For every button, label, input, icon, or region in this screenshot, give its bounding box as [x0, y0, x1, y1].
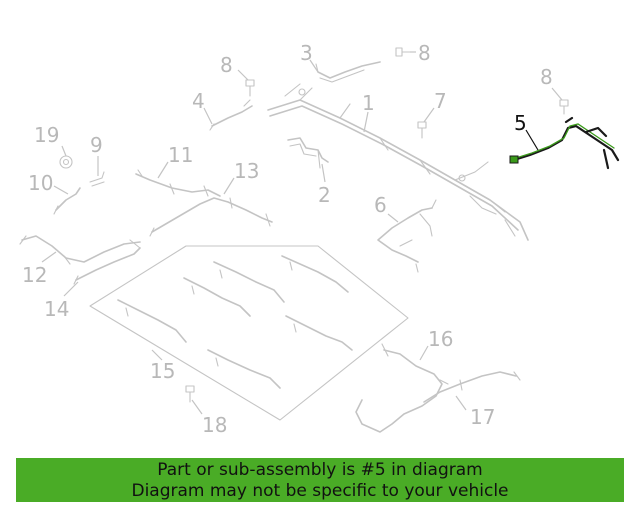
leader-15 — [151, 349, 163, 361]
part-7-bolt — [417, 121, 427, 139]
part-8-bolt-a — [245, 79, 255, 97]
part-13 — [149, 197, 273, 237]
leader-13 — [223, 177, 235, 195]
callout-15: 15 — [150, 359, 175, 383]
callout-14: 14 — [44, 297, 69, 321]
callout-1: 1 — [362, 91, 375, 115]
parts-diagram: 1 2 3 4 5 6 7 8 — [19, 41, 620, 437]
part-15-tray — [89, 245, 409, 421]
callout-8a: 8 — [220, 53, 233, 77]
part-10 — [53, 187, 81, 215]
leader-11 — [157, 161, 169, 179]
part-8-bolt-c — [559, 99, 569, 115]
callout-16: 16 — [428, 327, 453, 351]
callout-18: 18 — [202, 413, 227, 437]
leader-1 — [363, 111, 369, 133]
callout-17: 17 — [470, 405, 495, 429]
leader-14 — [63, 281, 79, 297]
leader-10 — [53, 185, 69, 195]
part-18-bolt — [185, 385, 195, 403]
part-11 — [135, 169, 221, 197]
leader-7 — [423, 107, 435, 123]
part-9 — [89, 171, 105, 187]
leader-6 — [387, 213, 399, 223]
callout-13: 13 — [234, 159, 259, 183]
part-6 — [377, 199, 437, 273]
callout-2: 2 — [318, 183, 331, 207]
part-2 — [287, 137, 329, 169]
callout-7: 7 — [434, 89, 447, 113]
callout-8c: 8 — [540, 65, 553, 89]
leader-5 — [525, 129, 539, 151]
leader-12 — [41, 251, 57, 263]
part-3 — [315, 61, 381, 83]
leader-2 — [321, 163, 326, 183]
leader-4 — [203, 107, 213, 125]
leader-8a — [237, 69, 249, 81]
callout-9: 9 — [90, 133, 103, 157]
banner-line-1: Part or sub-assembly is #5 in diagram — [157, 460, 483, 480]
leader-19 — [61, 145, 67, 157]
part-1-main-harness — [267, 83, 529, 241]
part-14 — [73, 247, 141, 285]
part-info-banner: Part or sub-assembly is #5 in diagram Di… — [16, 458, 624, 502]
callout-4: 4 — [192, 89, 205, 113]
callout-12: 12 — [22, 263, 47, 287]
leader-8c — [551, 87, 563, 101]
callout-19: 19 — [34, 123, 59, 147]
callout-6: 6 — [374, 193, 387, 217]
callout-11: 11 — [168, 143, 193, 167]
callout-5: 5 — [514, 111, 527, 135]
part-12 — [19, 235, 141, 265]
part-17 — [423, 371, 521, 403]
banner-line-2: Diagram may not be specific to your vehi… — [131, 481, 509, 501]
part-8-bolt-b — [395, 47, 411, 57]
leader-16 — [419, 345, 429, 361]
leader-17 — [455, 395, 467, 411]
callout-8b: 8 — [418, 41, 431, 65]
callout-3: 3 — [300, 41, 313, 65]
part-5-highlighted-harness — [509, 116, 620, 170]
callout-10: 10 — [28, 171, 53, 195]
part-16 — [355, 343, 449, 433]
part-19-grommet — [59, 155, 73, 169]
leader-3 — [309, 59, 319, 73]
part-4 — [209, 99, 253, 131]
leader-18 — [191, 399, 203, 415]
